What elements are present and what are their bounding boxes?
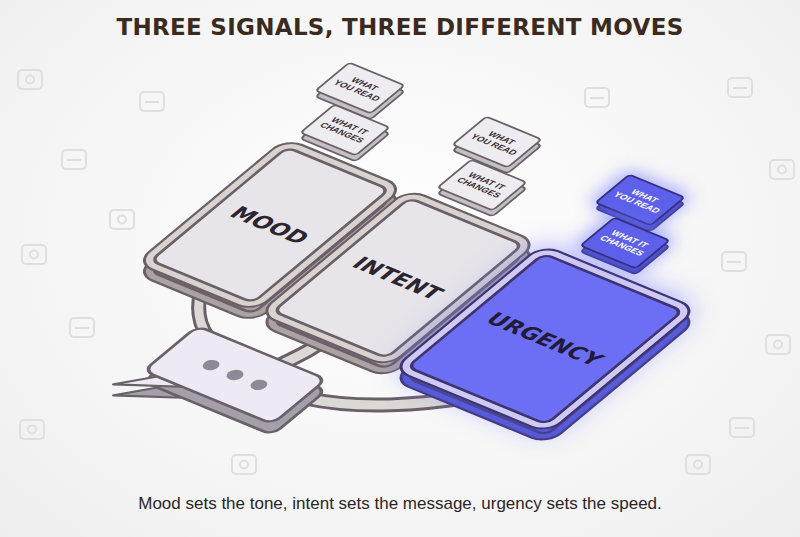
diagram-caption: Mood sets the tone, intent sets the mess… <box>0 494 800 514</box>
background-icons <box>18 70 794 474</box>
signal-label: MOOD <box>225 202 316 247</box>
info-tile: WHAT YOU READ <box>314 62 406 115</box>
tile-label: WHAT YOU READ <box>467 127 526 158</box>
signal-label: URGENCY <box>481 309 609 370</box>
info-tile: WHAT YOU READ <box>594 174 686 227</box>
tile-label: WHAT YOU READ <box>610 185 669 216</box>
tile-label: WHAT IT CHANGES <box>595 228 654 259</box>
info-tile: WHAT YOU READ <box>451 116 543 169</box>
speech-bubble <box>114 322 327 452</box>
tile-label: WHAT IT CHANGES <box>315 115 374 146</box>
diagram-title: THREE SIGNALS, THREE DIFFERENT MOVES <box>0 14 800 40</box>
tile-label: WHAT IT CHANGES <box>452 170 511 201</box>
tile-label: WHAT YOU READ <box>330 73 389 104</box>
signal-label: INTENT <box>347 253 449 303</box>
